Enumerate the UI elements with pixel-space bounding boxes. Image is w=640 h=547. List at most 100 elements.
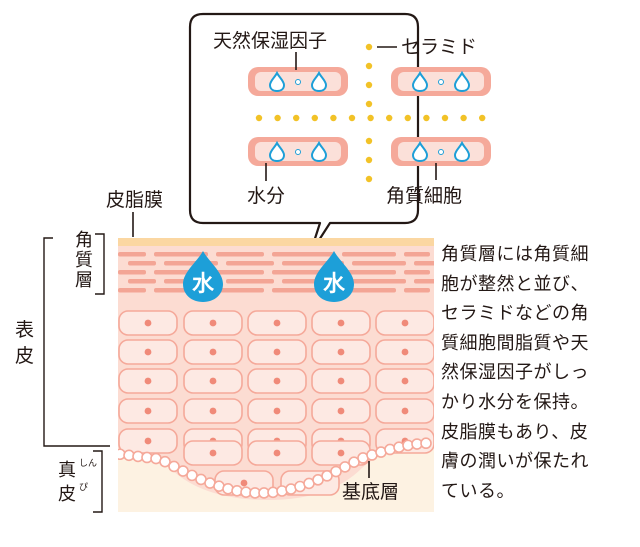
water-label: 水分 xyxy=(247,185,285,207)
stratum-stripe xyxy=(128,279,156,284)
basal-cell xyxy=(168,460,180,473)
epidermal-cell xyxy=(375,368,434,394)
basal-cell xyxy=(159,455,171,468)
ceramide-dot xyxy=(365,175,373,183)
ceramide-dot xyxy=(441,114,449,122)
nmf-dot xyxy=(438,149,444,155)
epidermal-cell xyxy=(118,310,178,336)
ceramide-dot xyxy=(348,114,356,122)
description-line: 角質層には角質細 xyxy=(441,244,589,265)
nmf-label: 天然保湿因子 xyxy=(213,30,327,52)
ceramide-dot xyxy=(365,156,373,164)
stratum-stripe xyxy=(226,261,274,266)
stratum-label-2: 質 xyxy=(75,250,93,271)
cell-nucleus xyxy=(401,348,409,356)
nmf-dot xyxy=(295,149,301,155)
cell-nucleus xyxy=(209,377,217,385)
ceramide-dot xyxy=(386,114,393,122)
stratum-stripe xyxy=(352,261,406,266)
ceramide-label: セラミド xyxy=(401,36,477,58)
stratum-label-1: 角 xyxy=(75,230,93,251)
stratum-stripe xyxy=(342,270,396,275)
ceramide-dot xyxy=(460,114,467,122)
stratum-stripe xyxy=(154,252,208,257)
stratum-stripe xyxy=(118,288,146,293)
water-droplet-icon xyxy=(268,70,286,93)
dermis-ruby-1: しん xyxy=(79,458,97,469)
cell-nucleus xyxy=(401,319,409,327)
ceramide-dot xyxy=(293,114,300,122)
epidermal-cell xyxy=(247,310,307,336)
epidermal-cell xyxy=(118,428,178,454)
water-drop: 水 xyxy=(314,251,354,302)
stratum-stripe xyxy=(342,252,396,257)
basal-cell xyxy=(339,461,351,473)
epidermal-cell xyxy=(118,339,178,365)
cell-nucleus xyxy=(144,407,152,415)
cell-nucleus xyxy=(337,377,345,385)
epidermal-cell xyxy=(247,339,307,365)
ceramide-dot xyxy=(365,62,373,70)
ceramide-dot xyxy=(330,114,337,122)
dermis-ruby-2: ぴ xyxy=(79,482,88,493)
stratum-stripe xyxy=(414,261,434,266)
ceramide-dot xyxy=(365,81,373,89)
cell-nucleus xyxy=(273,348,281,356)
cell-nucleus xyxy=(144,377,152,385)
cell-nucleus xyxy=(209,348,217,356)
epidermal-cell xyxy=(311,339,371,365)
epidermal-cell xyxy=(118,398,178,424)
stratum-stripe xyxy=(404,270,430,275)
water-drop-text: 水 xyxy=(323,272,346,297)
epidermal-cell xyxy=(118,368,178,394)
ceramide-dot xyxy=(255,114,263,122)
description-line: 然保湿因子がしっ xyxy=(441,362,589,384)
description-line: セラミドなどの角 xyxy=(441,303,589,325)
nmf-dot xyxy=(295,79,301,85)
dermis-label-2: 皮 xyxy=(58,484,76,505)
description-line: 膚の潤いが保たれ xyxy=(441,451,589,473)
cell-nucleus xyxy=(273,407,281,415)
basal-cell xyxy=(330,465,342,478)
cell-nucleus xyxy=(144,437,152,445)
stratum-stripe xyxy=(128,261,156,266)
ceramide-dots xyxy=(255,43,486,183)
corneocyte xyxy=(248,67,348,96)
corneocyte xyxy=(248,137,348,166)
epidermal-cell xyxy=(183,398,243,424)
epidermal-cell xyxy=(375,310,434,336)
water-droplet-icon xyxy=(411,70,429,93)
stratum-stripe xyxy=(216,270,264,275)
cell-nucleus xyxy=(337,407,345,415)
epidermis-bracket xyxy=(43,237,110,447)
basal-cell xyxy=(348,456,360,468)
water-droplet-icon xyxy=(411,140,429,163)
corneocyte xyxy=(391,67,491,96)
epidermal-cell xyxy=(183,310,243,336)
skin-section xyxy=(118,238,434,512)
water-droplet-icon xyxy=(453,70,471,93)
cell-nucleus xyxy=(337,319,345,327)
stratum-stripe xyxy=(342,288,396,293)
epidermal-cell xyxy=(311,398,371,424)
ceramide-dot xyxy=(365,137,373,145)
stratum-stripe xyxy=(414,279,434,284)
stratum-stripe xyxy=(404,288,430,293)
dermis-bracket xyxy=(93,450,103,513)
description-line: 皮脂膜もあり、皮 xyxy=(441,421,589,443)
basal-cell xyxy=(177,465,189,477)
description-line: 胞が整然と並び、 xyxy=(441,273,589,295)
description-line: ている。 xyxy=(441,480,515,502)
description-line: かり水分を保持。 xyxy=(441,391,589,413)
corneocyte xyxy=(391,137,491,166)
cell-nucleus xyxy=(337,449,345,457)
stratum-stripe xyxy=(272,252,334,257)
stratum-bracket xyxy=(95,233,105,295)
epidermal-cell xyxy=(183,368,243,394)
stratum-stripe xyxy=(216,252,264,257)
ceramide-dot xyxy=(311,114,318,122)
epidermal-cell xyxy=(311,310,371,336)
ceramide-dot xyxy=(423,114,430,122)
stratum-stripe xyxy=(226,279,274,284)
